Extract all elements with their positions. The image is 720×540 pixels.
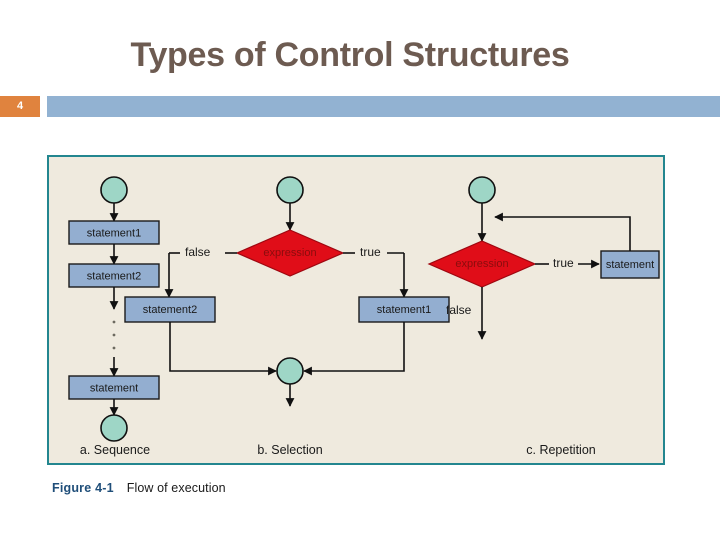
selection-box-statement1 (358, 296, 450, 323)
panel-label-sequence: a. Sequence (80, 443, 150, 457)
panel-sequence: statement1 statement2 statement a. Seque… (68, 176, 160, 457)
header-band (47, 96, 720, 117)
repetition-loopback-edge (494, 212, 631, 251)
figure-caption: Figure 4-1 Flow of execution (52, 481, 226, 495)
panel-repetition: expression true statement false c. Repet… (427, 176, 660, 457)
selection-box-statement2-label: statement2 (143, 304, 197, 316)
selection-box-statement2 (124, 296, 216, 323)
selection-merge-circle (276, 357, 304, 385)
sequence-ellipsis-dot (112, 346, 116, 350)
selection-box-statement1-label: statement1 (377, 304, 431, 316)
selection-start-circle (276, 176, 304, 204)
selection-edge-statement1-to-merge (303, 322, 405, 376)
repetition-true-label: true (553, 256, 574, 270)
repetition-box-statement-label: statement (606, 259, 654, 271)
repetition-start-circle (468, 176, 496, 204)
sequence-start-circle (100, 176, 128, 204)
repetition-decision-label: expression (455, 258, 508, 270)
panel-label-selection: b. Selection (257, 443, 322, 457)
repetition-box-statement (600, 250, 660, 279)
figure-flow-of-execution: statement1 statement2 statement a. Seque… (47, 155, 665, 465)
slide-number-badge: 4 (0, 96, 40, 117)
figure-caption-label: Figure 4-1 (52, 481, 114, 495)
panel-selection: expression false statement2 true stateme… (124, 176, 450, 457)
sequence-ellipsis-dot (112, 333, 116, 337)
sequence-box-statement1-label: statement1 (87, 227, 141, 239)
selection-edge-statement2-to-merge (169, 322, 277, 376)
selection-true-label: true (360, 245, 381, 259)
repetition-false-label: false (446, 303, 472, 317)
sequence-box-statement2-label: statement2 (87, 270, 141, 282)
selection-decision-diamond (235, 229, 345, 277)
sequence-box-statement-label: statement (90, 382, 138, 394)
selection-decision-label: expression (263, 247, 316, 259)
flowchart-diagram: statement1 statement2 statement a. Seque… (68, 176, 660, 457)
figure-caption-text: Flow of execution (126, 481, 226, 495)
selection-false-label: false (185, 245, 211, 259)
header-rule: 4 (0, 96, 720, 117)
sequence-end-circle (100, 414, 128, 442)
sequence-ellipsis-dot (112, 320, 116, 324)
panel-label-repetition: c. Repetition (526, 443, 596, 457)
page-title: Types of Control Structures (130, 36, 570, 74)
